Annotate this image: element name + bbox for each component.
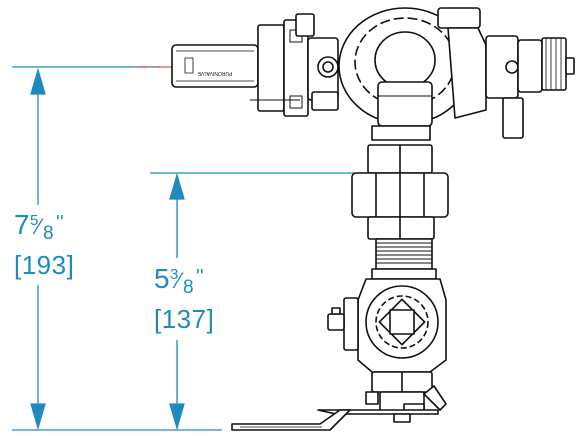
outlet-body: [485, 35, 575, 139]
overall-height-text-gap: [14, 205, 72, 285]
valve-height-numerator: 3: [170, 266, 179, 283]
valve-height-denominator: 8: [183, 277, 194, 298]
mounting-bracket: [231, 385, 447, 431]
check-housing: [295, 7, 487, 127]
label-plate-text: PURONIVALVE: [197, 70, 232, 76]
inlet-body: PURONIVALVE: [171, 19, 339, 117]
overall-height-bottom-arrow: [30, 403, 46, 431]
valve-height-inch-mark: '': [196, 266, 204, 288]
overall-height-denominator: 8: [43, 223, 54, 244]
valve-height-whole: 5: [154, 263, 170, 294]
valve-height-metric: [137]: [154, 304, 215, 334]
valve-height-top-arrow: [169, 172, 185, 200]
valve-height-fraction-slash: ⁄: [177, 268, 181, 293]
valve-height-text-gap: [150, 258, 210, 340]
overall-height-whole: 7: [14, 209, 30, 240]
overall-height-inch-mark: '': [56, 212, 64, 234]
overall-height-fraction-slash: ⁄: [37, 214, 41, 239]
union-fitting: [351, 125, 449, 240]
overall-height-label: 7 5 ⁄ 8 '' [193]: [14, 209, 75, 288]
valve-height-label: 5 3 ⁄ 8 '' [137]: [154, 263, 215, 342]
overall-height-top-arrow: [30, 67, 46, 95]
threaded-nipple: [371, 238, 437, 280]
overall-height-numerator: 5: [30, 212, 39, 229]
ball-valve: [327, 278, 447, 393]
overall-height-metric: [193]: [14, 250, 75, 280]
backflow-assembly: PURONIVALVE: [171, 7, 575, 431]
valve-height-bottom-arrow: [169, 403, 185, 431]
